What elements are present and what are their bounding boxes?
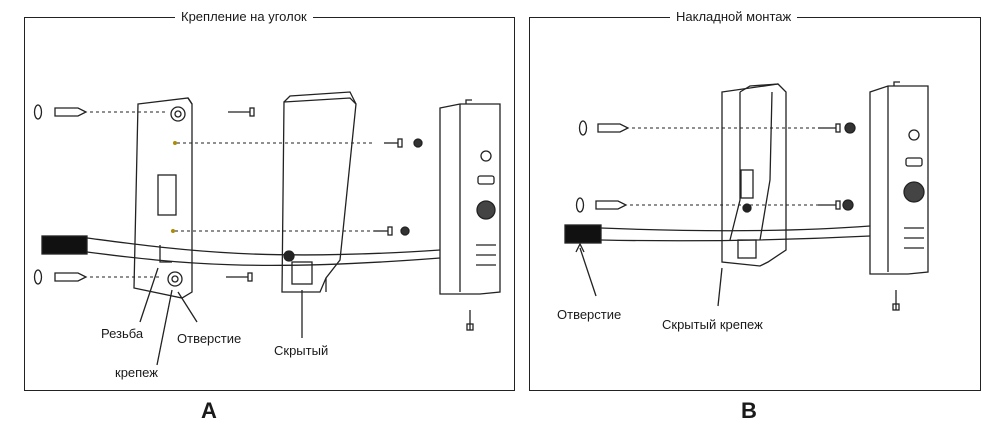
- anchor-bottom-b: [575, 197, 628, 213]
- label-hole-a: Отверстие: [177, 331, 242, 346]
- label-fastener: крепеж: [115, 365, 158, 380]
- screw-bottom-a: [226, 272, 253, 282]
- angled-hood-a: [281, 91, 357, 293]
- screw-side-top-a: [384, 138, 423, 148]
- panel-b-surface-mount: Накладной монтаж: [529, 9, 981, 391]
- call-panel-a: [439, 99, 501, 331]
- label-hidden: Скрытый: [274, 343, 329, 358]
- label-thread: Резьба: [101, 326, 144, 341]
- leader-hidden-fastener-b: [717, 267, 723, 307]
- anchor-top-b: [578, 120, 630, 136]
- panel-a-letter: A: [201, 398, 217, 423]
- label-hole-b: Отверстие: [557, 307, 622, 322]
- anchor-bottom-a: [33, 269, 88, 285]
- cable-a: [41, 235, 441, 267]
- label-hidden-fastener: Скрытый крепеж: [662, 317, 763, 332]
- call-panel-b: [869, 81, 929, 311]
- arrow-hole-b: [575, 242, 585, 253]
- leader-thread: [139, 267, 159, 323]
- surface-frame-b: [721, 83, 787, 267]
- anchor-top-a: [33, 104, 88, 120]
- panel-b-letter: B: [741, 398, 757, 423]
- cable-b: [564, 224, 871, 244]
- panel-a-corner-mount: Крепление на уголок: [24, 9, 515, 391]
- leader-hole: [177, 291, 198, 323]
- screw-top-a: [228, 107, 255, 117]
- panel-a-title: Крепление на уголок: [175, 9, 313, 25]
- screws-b: [818, 122, 856, 211]
- corner-bracket-a: [133, 97, 193, 299]
- leader-hole-b: [579, 247, 597, 297]
- leader-fastener: [156, 289, 173, 366]
- screw-side-bottom-a: [374, 226, 410, 236]
- panel-b-title: Накладной монтаж: [670, 9, 798, 25]
